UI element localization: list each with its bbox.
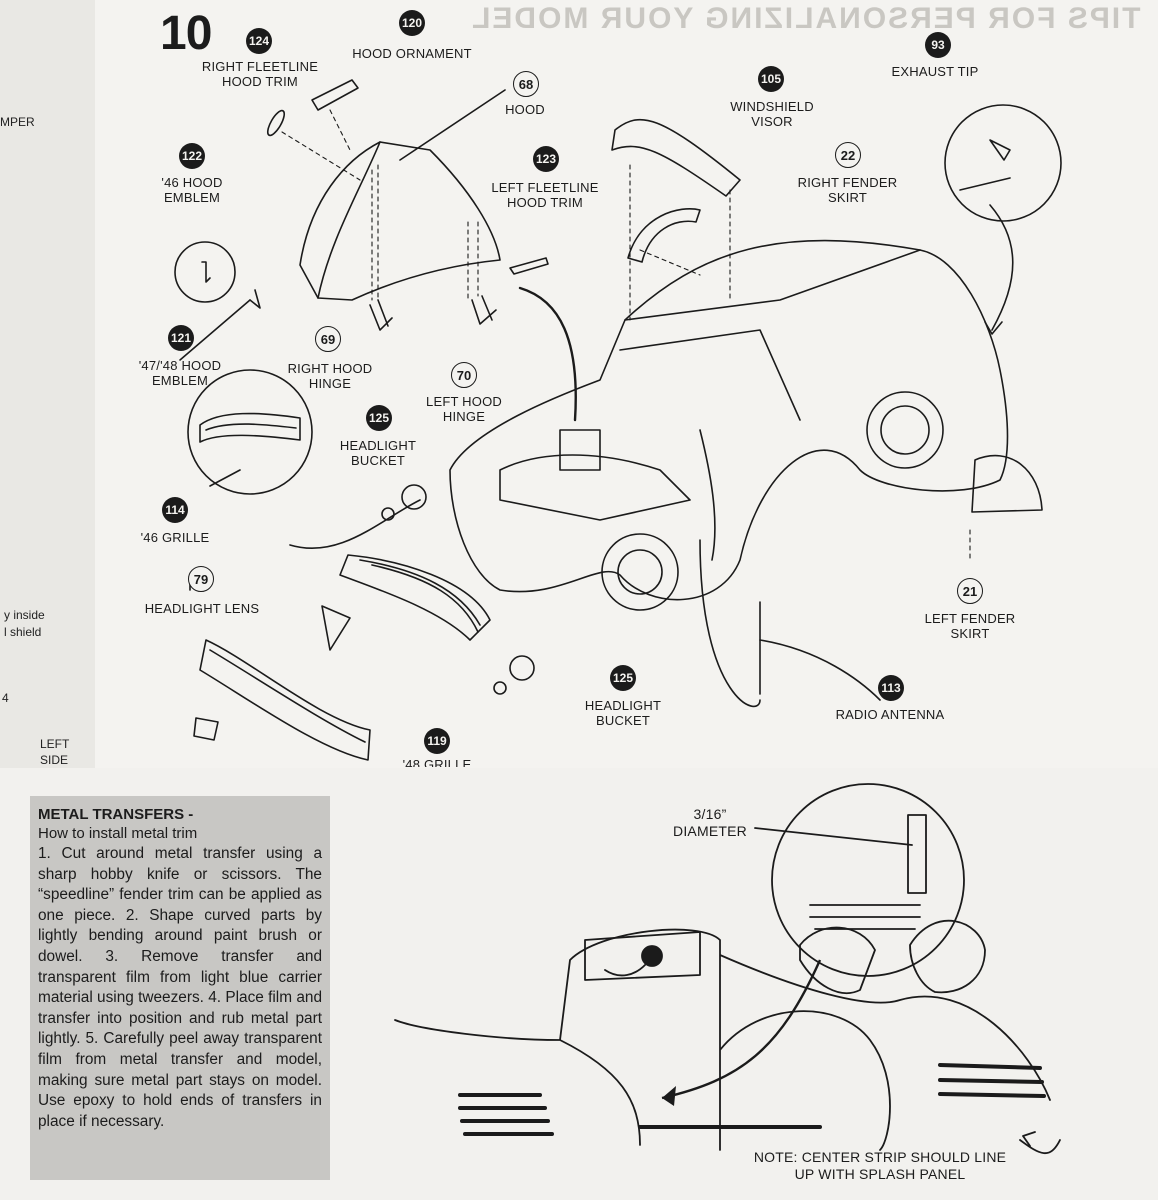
left-text-fragment: y inside [4,608,45,622]
left-fender-skirt-part [971,454,1043,513]
callout-badge-123: 123 [533,146,559,172]
callout-label-left-hood-hinge: LEFT HOOD HINGE [426,394,502,424]
hood-ornament-part [311,79,359,111]
callout-badge-125-lower: 125 [610,665,636,691]
callout-badge-119: 119 [424,728,450,754]
callout-badge-105: 105 [758,66,784,92]
callout-label-47-48-hood-emblem: '47/'48 HOOD EMBLEM [138,358,222,388]
callout-label-hood: HOOD [505,102,545,117]
callout-label-left-fender-skirt: LEFT FENDER SKIRT [924,611,1016,641]
callout-badge-79: 79 [188,566,214,592]
diameter-label: 3/16” DIAMETER [673,806,747,839]
callout-label-46-grille: '46 GRILLE [140,530,210,545]
callout-label-headlight-lens: HEADLIGHT LENS [144,601,260,616]
left-text-fragment: LEFT [40,737,70,751]
callout-label-exhaust-tip: EXHAUST TIP [891,64,979,79]
callout-badge-113: 113 [878,675,904,701]
metal-transfers-subtitle: How to install metal trim [38,825,198,842]
metal-transfers-title: METAL TRANSFERS - [38,806,194,823]
callout-badge-21: 21 [957,578,983,604]
left-page-fragment: MPER y inside l shield 4 LEFT SIDE [0,0,96,768]
callout-label-radio-antenna: RADIO ANTENNA [835,707,945,722]
callout-label-right-fleetline-hood-trim: RIGHT FLEETLINE HOOD TRIM [201,59,319,89]
hood-shape [299,141,501,301]
callout-label-left-fleetline-hood-trim: LEFT FLEETLINE HOOD TRIM [491,180,599,210]
callout-label-46-hood-emblem: '46 HOOD EMBLEM [161,175,223,205]
step-number: 10 [160,7,212,60]
callout-badge-120: 120 [399,10,425,36]
callout-label-hood-ornament: HOOD ORNAMENT [352,46,472,61]
callout-label-48-grille: '48 GRILLE [402,757,472,767]
left-text-fragment: l shield [4,625,42,639]
callout-badge-125: 125 [366,405,392,431]
side-view-car [394,928,1051,1151]
left-text-fragment: MPER [0,115,35,129]
callout-badge-69: 69 [315,326,341,352]
metal-transfers-steps: 1. Cut around metal transfer using a sha… [38,845,322,1130]
callout-badge-70: 70 [451,362,477,388]
assembly-step-page [95,0,1158,768]
callout-label-right-hood-hinge: RIGHT HOOD HINGE [287,361,373,391]
callout-badge-68: 68 [513,71,539,97]
callout-badge-124: 124 [246,28,272,54]
callout-label-headlight-bucket-lower: HEADLIGHT BUCKET [584,698,662,728]
callout-badge-114: 114 [162,497,188,523]
left-text-fragment: SIDE [40,753,69,767]
windshield-visor-part [611,118,741,197]
callout-label-right-fender-skirt: RIGHT FENDER SKIRT [797,175,898,205]
callout-badge-22: 22 [835,142,861,168]
car-body [449,239,1009,601]
callout-label-windshield-visor: WINDSHIELD VISOR [730,99,814,129]
callout-badge-122: 122 [179,143,205,169]
grille-48-part [199,639,371,761]
callout-badge-93: 93 [925,32,951,58]
show-through-header: TIPS FOR PERSONALIZING YOUR MODEL [470,2,1141,35]
center-strip-note: NOTE: CENTER STRIP SHOULD LINE UP WITH S… [753,1149,1007,1182]
metal-transfers-instructions: METAL TRANSFERS - How to install metal t… [30,796,330,1180]
left-text-fragment: 4 [2,691,9,705]
callout-label-headlight-bucket: HEADLIGHT BUCKET [339,438,417,468]
callout-badge-121: 121 [168,325,194,351]
